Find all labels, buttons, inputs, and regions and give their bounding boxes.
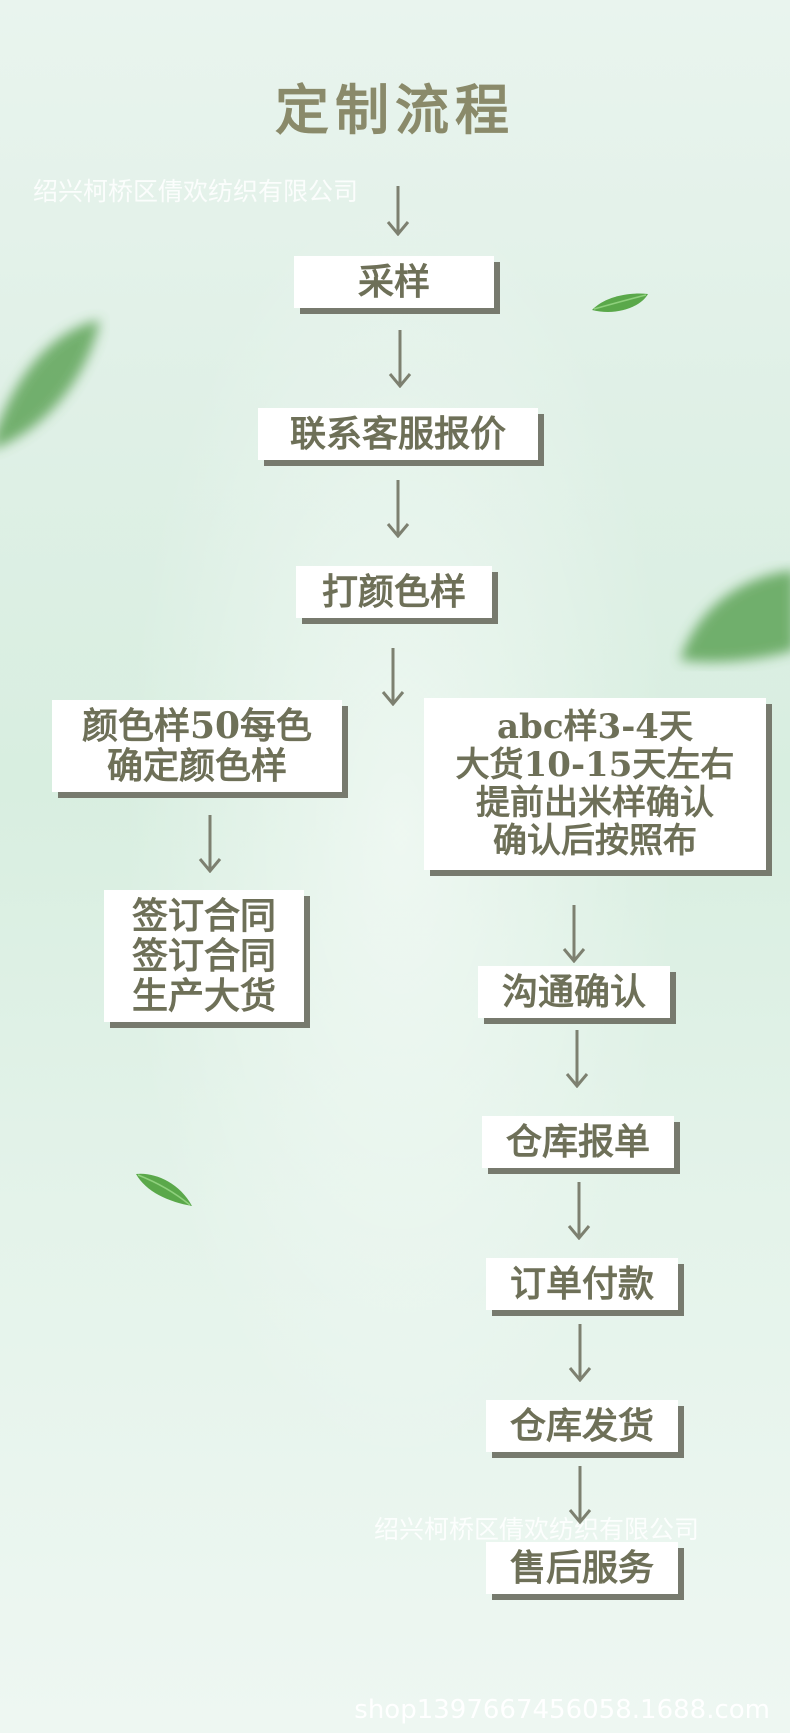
step-quote-box: 联系客服报价 bbox=[258, 408, 538, 460]
step-payment-box: 订单付款 bbox=[486, 1258, 678, 1310]
watermark-top: 绍兴柯桥区倩欢纺织有限公司 bbox=[33, 177, 359, 206]
leaf-small-bottom-icon bbox=[136, 1173, 192, 1206]
leaf-small-top-icon bbox=[592, 293, 648, 313]
step-after-sales-box: 售后服务 bbox=[486, 1542, 678, 1594]
arrow-down-icon bbox=[567, 1182, 591, 1240]
step-color-sample-label: 打颜色样 bbox=[321, 570, 466, 613]
right-timeline-line-2: 大货10-15天左右 bbox=[455, 744, 735, 785]
step-warehouse-report-label: 仓库报单 bbox=[505, 1120, 650, 1163]
step-shipping-label: 仓库发货 bbox=[509, 1404, 654, 1447]
arrow-down-icon bbox=[381, 648, 405, 706]
left-contract-line-1: 签订合同 bbox=[131, 894, 276, 937]
step-color-sample-box: 打颜色样 bbox=[296, 566, 492, 618]
step-confirm-label: 沟通确认 bbox=[501, 970, 646, 1013]
shop-url-footer: shop1397667456058.1688.com bbox=[354, 1695, 770, 1725]
arrow-down-icon bbox=[562, 905, 586, 963]
left-color-sample-line-1: 颜色样50每色 bbox=[81, 704, 313, 747]
step-payment-label: 订单付款 bbox=[509, 1262, 654, 1305]
step-sample-box: 采样 bbox=[294, 256, 494, 308]
left-contract-line-3: 生产大货 bbox=[131, 975, 276, 1018]
right-timeline-line-1: abc样3-4天 bbox=[497, 706, 693, 747]
step-shipping-box: 仓库发货 bbox=[486, 1400, 678, 1452]
arrow-down-icon bbox=[388, 330, 412, 388]
right-timeline-line-4: 确认后按照布 bbox=[493, 821, 697, 862]
right-timeline-box: abc样3-4天 大货10-15天左右 提前出米样确认 确认后按照布 bbox=[424, 698, 766, 870]
left-contract-box: 签订合同 签订合同 生产大货 bbox=[104, 890, 304, 1022]
arrow-down-icon bbox=[568, 1324, 592, 1382]
left-color-sample-box: 颜色样50每色 确定颜色样 bbox=[52, 700, 342, 792]
arrow-down-icon bbox=[565, 1030, 589, 1088]
arrow-down-icon bbox=[568, 1466, 592, 1524]
leaf-right-blurred-icon bbox=[680, 570, 790, 662]
step-warehouse-report-box: 仓库报单 bbox=[482, 1116, 674, 1168]
watermark-bottom: 绍兴柯桥区倩欢纺织有限公司 bbox=[374, 1515, 700, 1544]
step-confirm-box: 沟通确认 bbox=[478, 966, 670, 1018]
arrow-down-icon bbox=[386, 186, 410, 236]
step-quote-label: 联系客服报价 bbox=[289, 412, 506, 455]
leaf-left-blurred-icon bbox=[0, 320, 100, 447]
arrow-down-icon bbox=[198, 815, 222, 873]
step-sample-label: 采样 bbox=[357, 260, 430, 303]
left-contract-line-2: 签订合同 bbox=[131, 934, 276, 977]
page-title: 定制流程 bbox=[275, 79, 515, 142]
arrow-down-icon bbox=[386, 480, 410, 538]
right-timeline-line-3: 提前出米样确认 bbox=[476, 783, 714, 823]
left-color-sample-line-2: 确定颜色样 bbox=[106, 745, 287, 787]
step-after-sales-label: 售后服务 bbox=[509, 1546, 654, 1589]
